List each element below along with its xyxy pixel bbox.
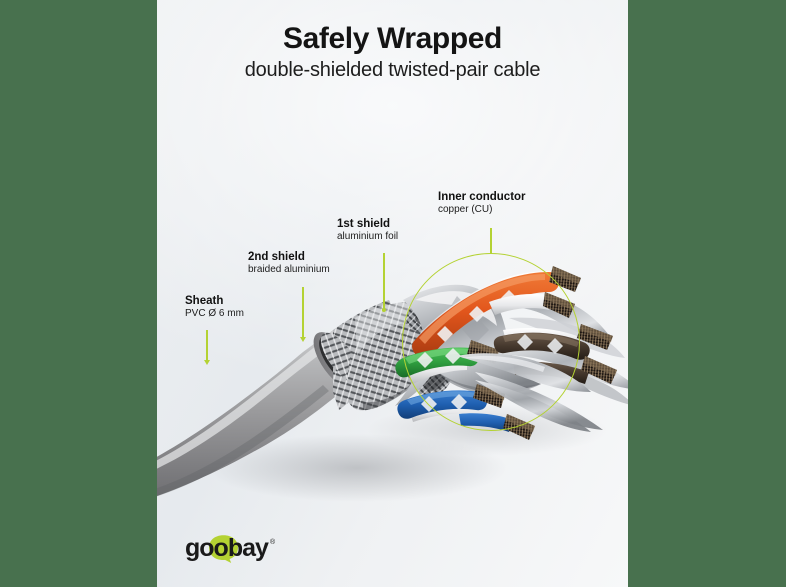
callout-second-shield: 2nd shield braided aluminium [248, 250, 330, 277]
callout-second-shield-sub: braided aluminium [248, 264, 330, 276]
leader-line-sheath [206, 330, 208, 362]
callout-inner-conductor: Inner conductor copper (CU) [438, 190, 526, 217]
logo-registered-mark: ® [270, 538, 276, 546]
copper-tip [473, 384, 535, 440]
logo-wordmark: goobay [185, 534, 269, 562]
twisted-pair-orange [412, 266, 581, 359]
callout-inner-conductor-title: Inner conductor [438, 191, 526, 203]
logo-blob [209, 535, 238, 563]
callout-first-shield: 1st shield aluminium foil [337, 217, 398, 244]
leader-line-second-shield [302, 287, 304, 339]
callout-sheath: Sheath PVC Ø 6 mm [185, 294, 244, 321]
copper-tip [577, 324, 617, 384]
leader-line-inner-conductor [490, 228, 492, 254]
foil-fragment-front [457, 353, 591, 432]
callout-inner-conductor-sub: copper (CU) [438, 204, 493, 216]
callout-first-shield-sub: aluminium foil [337, 231, 399, 243]
callout-second-shield-title: 2nd shield [248, 251, 305, 263]
callout-sheath-title: Sheath [185, 295, 224, 307]
callout-sheath-sub: PVC Ø 6 mm [185, 308, 244, 320]
copper-tip [543, 266, 581, 318]
twisted-pair-blue [397, 384, 535, 440]
goobay-logo: goobay ® [185, 533, 277, 563]
callout-first-shield-title: 1st shield [337, 218, 391, 230]
letterbox-left [0, 0, 157, 587]
page-title: Safely Wrapped [283, 22, 502, 55]
letterbox-right [628, 0, 786, 587]
product-image-panel: Safely Wrapped double-shielded twisted-p… [157, 0, 628, 587]
leader-line-first-shield [383, 253, 385, 310]
page-subtitle: double-shielded twisted-pair cable [244, 59, 541, 81]
twisted-pair-green [395, 340, 499, 384]
